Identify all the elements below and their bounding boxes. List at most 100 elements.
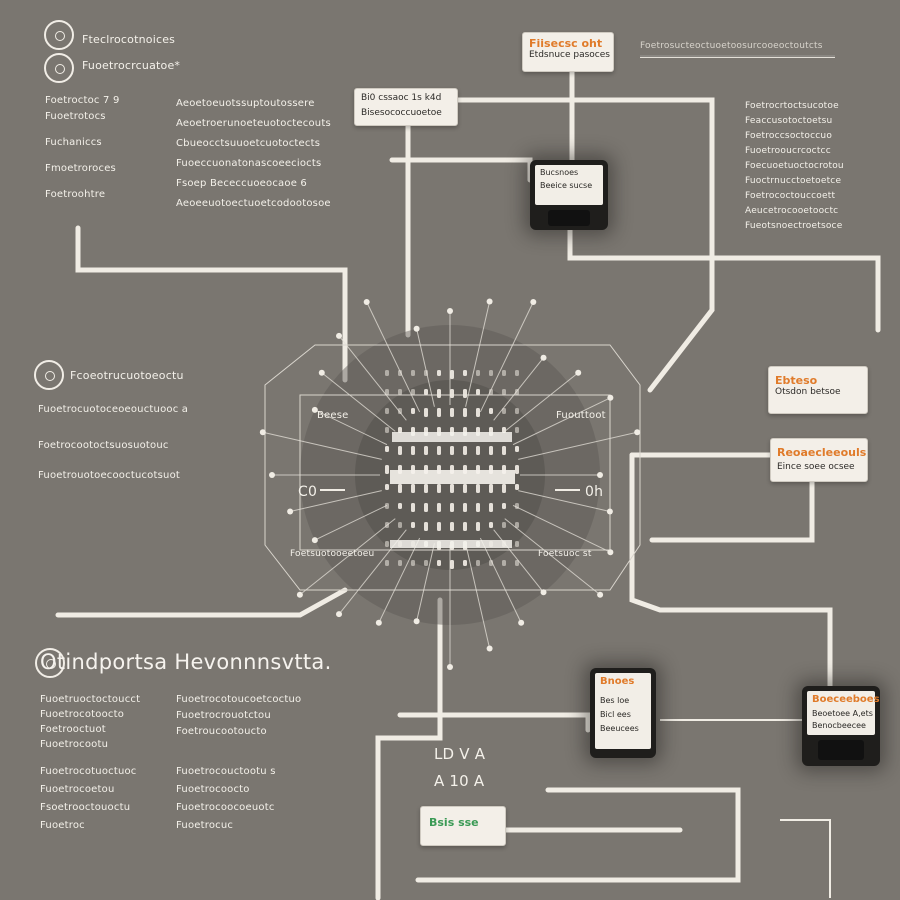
connector-top-right (455, 97, 715, 393)
label-box-heading: Fiisecsc oht (529, 37, 603, 50)
chip-pin (411, 484, 415, 493)
chip-pin (450, 446, 454, 455)
chip-trace-node (287, 508, 294, 515)
connector-bottom-left (55, 587, 348, 618)
chip-pin (502, 446, 506, 455)
chip-pin (385, 541, 389, 547)
chip-trace-node (607, 549, 614, 556)
chip-pin (450, 503, 454, 512)
chip-trace (366, 301, 421, 413)
chip-pin (424, 484, 428, 493)
chip-trace (338, 335, 407, 421)
settings-circle-icon (44, 53, 74, 83)
chip-trace-node (413, 618, 420, 625)
chip-pin (437, 370, 441, 376)
bottom-center-notes-a: Fuoetrocotoucoetcoctuo Fuoetrocrouotctou… (176, 694, 301, 738)
chip-pin (437, 522, 441, 531)
chip-trace (314, 409, 388, 446)
chip-trace-node (269, 472, 275, 478)
chip-trace-node (311, 406, 318, 413)
chip-trace-node (447, 308, 453, 314)
device-screen: Boeceeboes Beoetoee A,ets Benocbeecee (807, 691, 880, 735)
chip-pin (489, 522, 493, 528)
device-line: Beoetoee A,ets (812, 709, 873, 718)
chip-pin (515, 389, 519, 395)
label-box-right-2: Reoaecleeouls Eince soee ocsee (770, 438, 868, 482)
chip-pin (398, 560, 402, 566)
mid-left-line: Fuoetrocuotoceoeouctuooc a (38, 404, 189, 415)
chip-trace-node (540, 589, 547, 596)
chip-trace (504, 518, 601, 596)
right-note-line: Foetroccsoctoccuo (745, 131, 833, 141)
chip-pin (515, 408, 519, 414)
chip-pin (450, 408, 454, 417)
device-top: Bucsnoes Beeice sucse (530, 160, 608, 230)
chip-trace-node (486, 645, 493, 652)
connector-left-top (75, 225, 348, 383)
chip-trace (321, 372, 396, 432)
chip-pin (515, 370, 519, 376)
chip-pin (476, 408, 480, 417)
label-box-line: Bisesococcuoetoe (361, 108, 442, 118)
center-note-line: Cbueocctsuuoetcuotoctects (176, 138, 321, 149)
bottom-center-line: Fuoetrocrouotctou (176, 710, 271, 721)
chip-trace (416, 543, 435, 622)
left-note-line: Fuoetrotocs (45, 111, 106, 122)
chip-pin (489, 560, 493, 566)
chip-pin (424, 408, 428, 417)
chip-trace (518, 490, 610, 512)
chip-pin (398, 484, 402, 493)
bottom-left-notes-a: Fuoetruoctoctoucct Fuoetrocotoocto Foetr… (40, 694, 140, 751)
chip-pin (476, 446, 480, 455)
device-stand (548, 210, 590, 226)
chip-trace (299, 518, 396, 596)
chip-label-right: Fuouttoot (556, 410, 606, 421)
bottom-center-line: Fuoetrocoocto (176, 784, 250, 795)
label-box-body: Eince soee ocsee (777, 462, 855, 472)
device-line: Bicl ees (600, 710, 631, 719)
chip-pin (385, 484, 389, 490)
connector-bottom-main (397, 712, 591, 733)
chip-trace (493, 357, 544, 421)
chip-pin (463, 446, 467, 455)
device-heading: Bnoes (600, 676, 635, 687)
chip-pin (398, 408, 402, 414)
chip-pin (489, 408, 493, 414)
chip-pin (411, 370, 415, 376)
chip-pin (437, 408, 441, 417)
bottom-line-2: A 10 A (434, 772, 485, 790)
chip-pin (463, 389, 467, 398)
bottom-center-notes-b: Fuoetrocouctootu s Fuoetrocoocto Fuoetro… (176, 766, 276, 832)
chip-trace-node (336, 611, 343, 618)
chip-trace-node (486, 298, 493, 305)
device-screen: Bucsnoes Beeice sucse (535, 165, 603, 205)
chip-pin (411, 522, 415, 528)
chip-trace-node (318, 369, 325, 376)
chip-pin (424, 522, 428, 531)
bottom-center-line: Fuoetrocotoucoetcoctuo (176, 694, 302, 705)
chip-band (390, 470, 515, 484)
chip-pin (502, 389, 506, 395)
chip-pin (424, 503, 428, 512)
chip-pin (489, 503, 493, 512)
chip-pin (398, 370, 402, 376)
chip-trace (465, 301, 491, 407)
right-note-line: Fuoetrooucrcoctcc (745, 146, 831, 156)
chip-pin (398, 522, 402, 528)
top-right-bars (640, 54, 850, 67)
chip-pin (385, 560, 389, 566)
chip-trace (518, 431, 638, 460)
chip-pin (398, 389, 402, 395)
chip-trace (512, 504, 611, 553)
chip-pin (476, 503, 480, 512)
top-right-text: Foetrosucteoctuoetoosurcooeoctoutcts (640, 41, 823, 51)
right-note-line: Foecuoetuoctocrotou (745, 161, 844, 171)
chip-pin (450, 370, 454, 379)
chip-pin (502, 427, 506, 433)
chip-trace (465, 543, 491, 649)
chip-pin (424, 389, 428, 395)
chip-trace (290, 490, 382, 512)
top-left-row2: Fuoetrocrcuatoe* (82, 59, 181, 72)
chip-band (392, 432, 512, 442)
bottom-left-notes-b: Fuoetrocotuoctuoc Fuoetrocoetou Fsoetroo… (40, 766, 137, 832)
